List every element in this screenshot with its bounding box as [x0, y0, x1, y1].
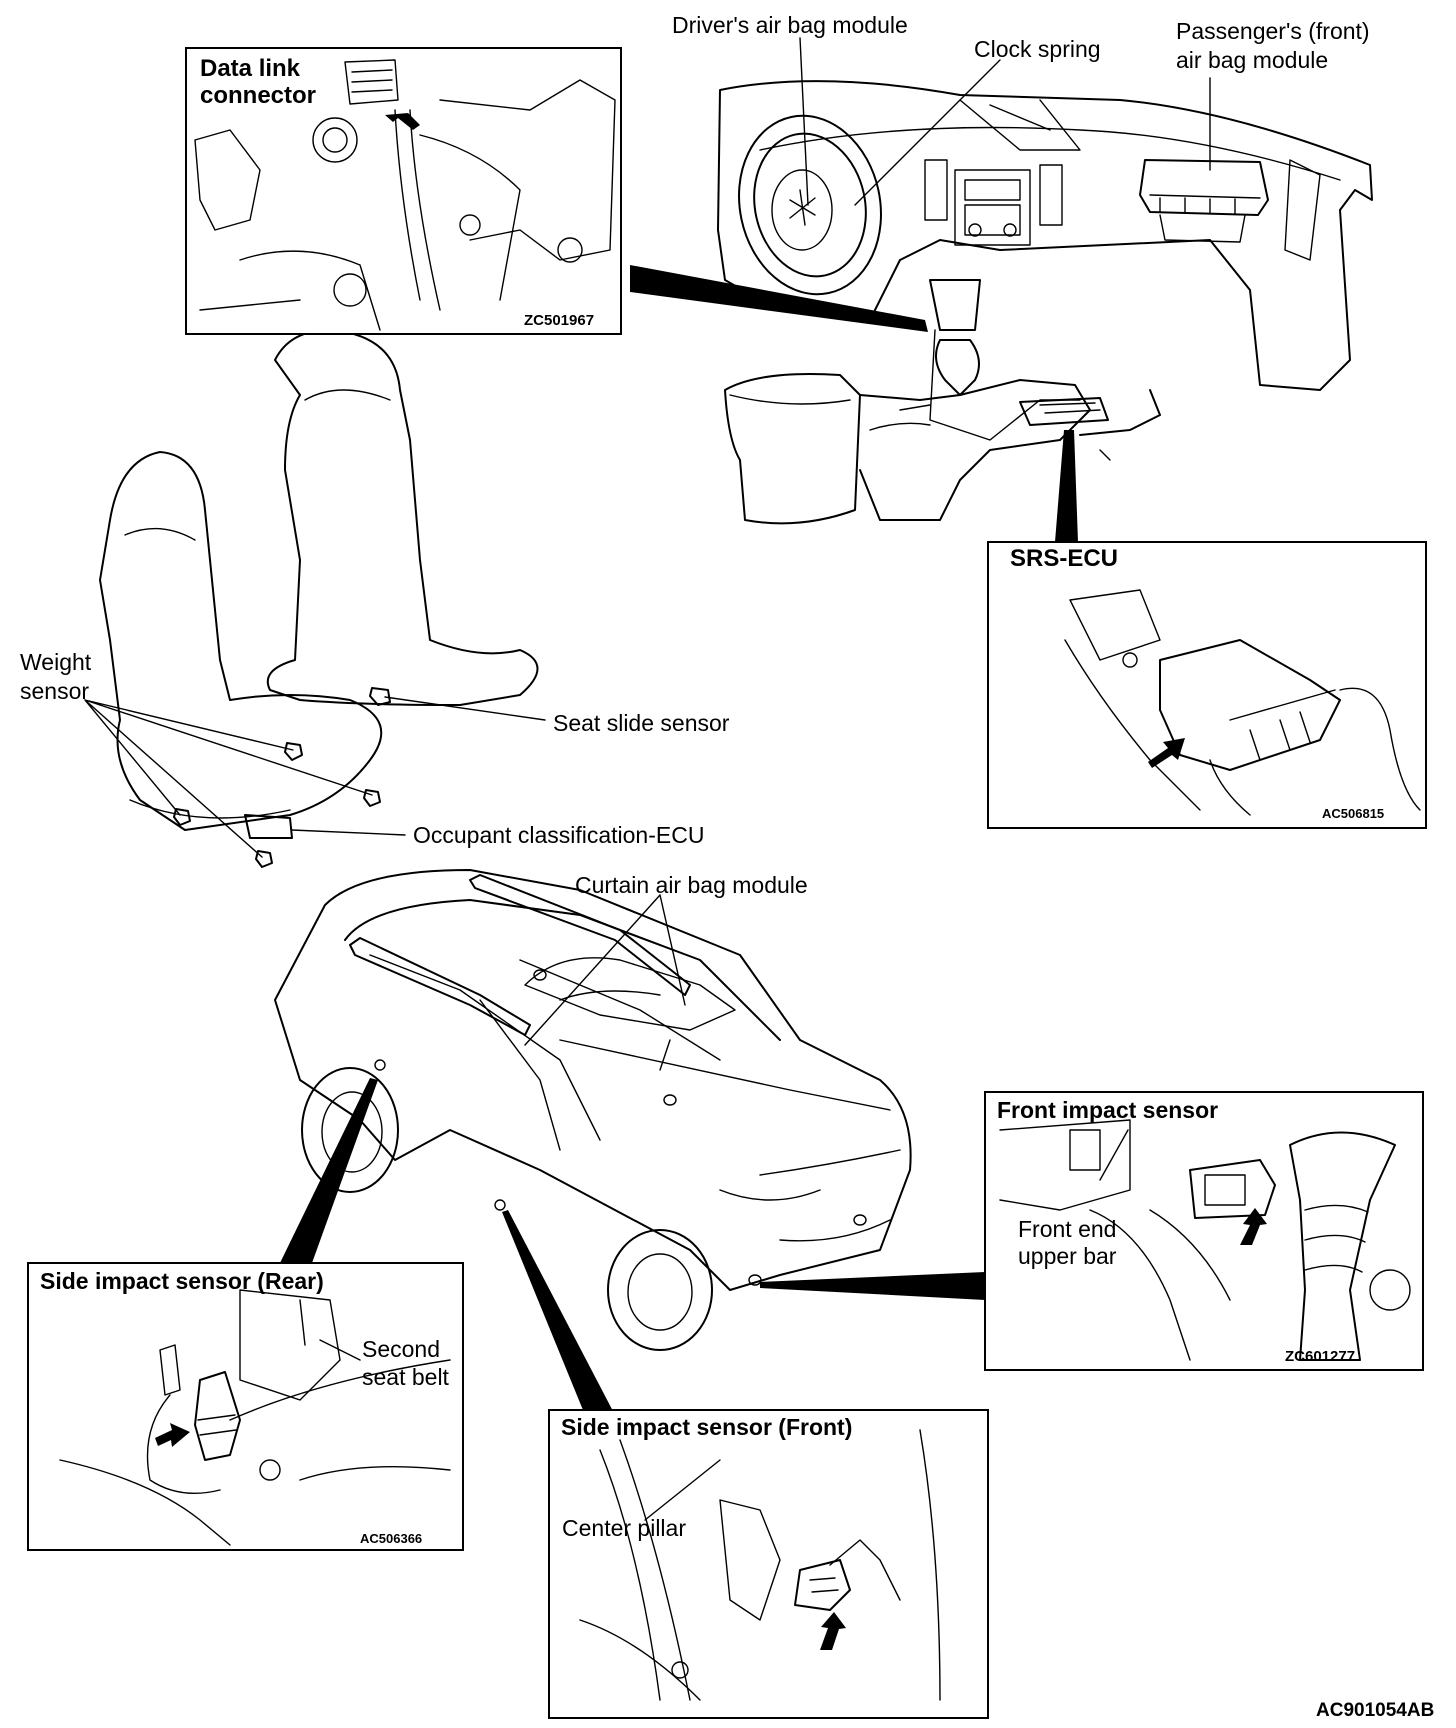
label-drivers-airbag-module: Driver's air bag module [672, 12, 908, 38]
leader-lines [799, 37, 1211, 206]
inset-side-rear-title: Side impact sensor (Rear) [40, 1268, 324, 1294]
inset-front-impact-title: Front impact sensor [997, 1097, 1219, 1123]
label-passenger-airbag-line2: air bag module [1176, 47, 1329, 73]
srs-inset-artwork [1064, 589, 1421, 816]
inset-front-impact-label-line1: Front end [1018, 1216, 1117, 1242]
label-passenger-airbag-line1: Passenger's (front) [1176, 18, 1370, 44]
side-rear-inset-artwork [59, 1289, 451, 1546]
inset-side-front-title: Side impact sensor (Front) [561, 1414, 853, 1440]
inset-side-rear-label-line1: Second [362, 1336, 441, 1362]
label-occupant-classification-ecu: Occupant classification-ECU [413, 822, 705, 848]
label-clock-spring: Clock spring [974, 36, 1101, 62]
inset-front-impact-frame [984, 1091, 1424, 1371]
inset-srs-title: SRS-ECU [1010, 545, 1119, 572]
label-curtain-airbag-module: Curtain air bag module [575, 872, 808, 898]
inset-dlc-title-line1: Data link [200, 55, 301, 82]
inset-side-front-label: Center pillar [562, 1515, 686, 1541]
vehicle-illustration [274, 869, 912, 1351]
callout-wedges [280, 265, 1078, 1415]
inset-side-rear-frame [27, 1262, 464, 1551]
label-weight-sensor-line2: sensor [20, 678, 90, 704]
label-weight-sensor-line1: Weight [20, 649, 92, 675]
inset-front-impact-code: ZC601277 [1285, 1348, 1356, 1365]
dlc-inset-artwork [194, 59, 616, 331]
inset-side-rear-code: AC506366 [360, 1531, 423, 1546]
inset-srs-code: AC506815 [1322, 806, 1385, 821]
figure-code: AC901054AB [1316, 1700, 1435, 1721]
side-front-inset-artwork [579, 1429, 941, 1701]
front-impact-inset-artwork [999, 1119, 1411, 1361]
inset-dlc-code: ZC501967 [524, 312, 595, 329]
inset-dlc-title-line2: connector [200, 82, 317, 109]
inset-srs-frame [987, 541, 1427, 829]
inset-side-front-frame [548, 1409, 989, 1719]
inset-side-rear-label-line2: seat belt [362, 1364, 449, 1390]
inset-front-impact-label-line2: upper bar [1018, 1243, 1117, 1269]
label-seat-slide-sensor: Seat slide sensor [553, 710, 730, 736]
inset-dlc-frame [185, 47, 622, 335]
dashboard-illustration [717, 80, 1373, 525]
front-seats-illustration [84, 329, 546, 868]
